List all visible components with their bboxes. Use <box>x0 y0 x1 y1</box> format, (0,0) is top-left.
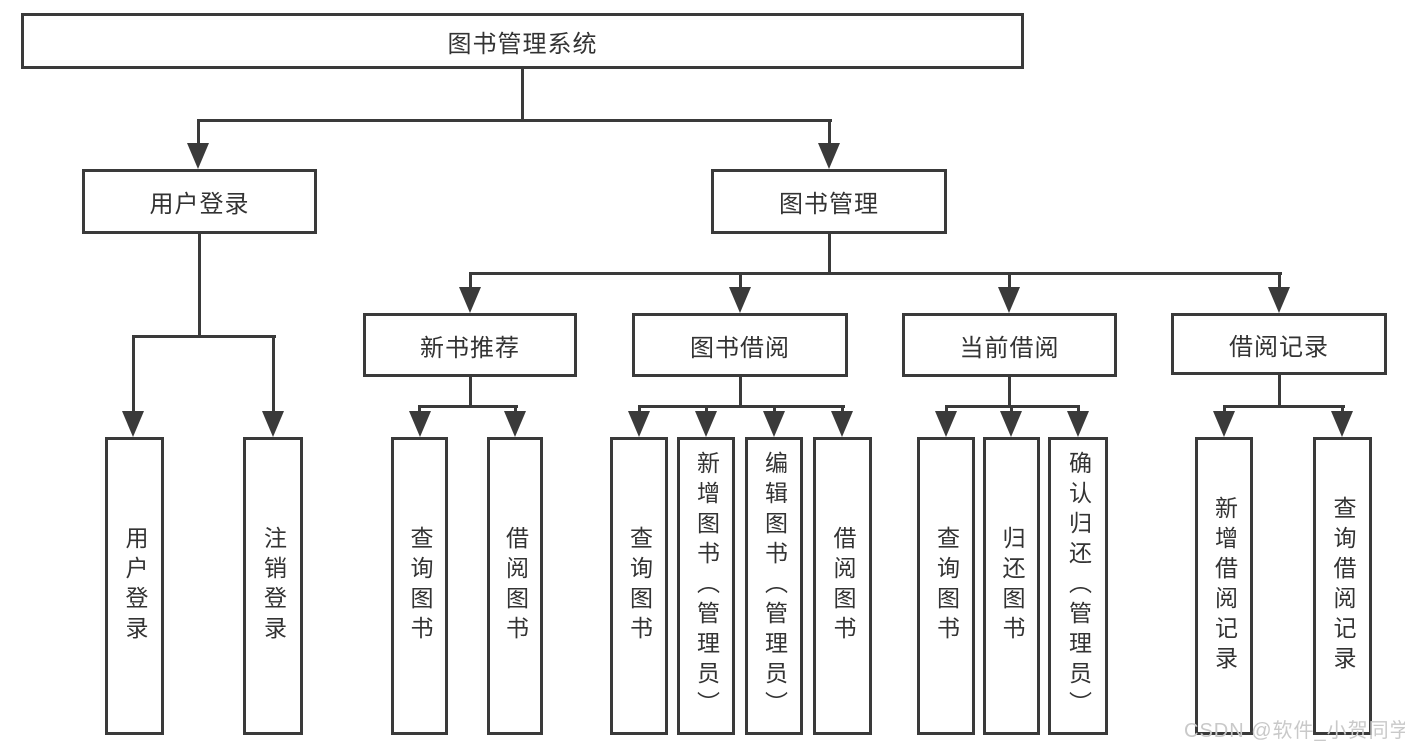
connector-line <box>773 405 776 413</box>
leaf-user-login: 用户登录 <box>105 437 164 735</box>
leaf-label: 查询图书 <box>933 526 960 646</box>
arrow-head <box>504 411 526 437</box>
leaf-add-books-admin: 新增图书（管理员） <box>677 437 735 735</box>
leaf-label: 编辑图书（管理员） <box>761 451 788 721</box>
arrow-head <box>1067 411 1089 437</box>
node-current-borrowing: 当前借阅 <box>902 313 1117 377</box>
connector-line <box>638 405 845 408</box>
connector-line <box>638 405 641 413</box>
connector-line <box>1278 375 1281 408</box>
arrow-head <box>262 411 284 437</box>
leaf-label: 借阅图书 <box>830 526 856 646</box>
node-label: 用户登录 <box>149 191 250 218</box>
leaf-logout: 注销登录 <box>243 437 303 735</box>
arrow-head <box>1213 411 1235 437</box>
node-label: 当前借阅 <box>959 334 1060 362</box>
arrow-head <box>187 143 209 169</box>
leaf-edit-books-admin: 编辑图书（管理员） <box>745 437 803 735</box>
arrow-head <box>459 287 481 313</box>
leaf-label: 查询图书 <box>407 526 433 646</box>
connector-line <box>418 405 421 413</box>
connector-line <box>1077 405 1080 413</box>
connector-line <box>739 272 742 290</box>
node-label: 图书管理 <box>779 191 879 218</box>
connector-line <box>418 405 518 408</box>
leaf-query-borrow-record: 查询借阅记录 <box>1313 437 1372 735</box>
arrow-head <box>695 411 717 437</box>
leaf-label: 注销登录 <box>260 526 287 646</box>
connector-line <box>1008 377 1011 408</box>
connector-line <box>197 119 832 122</box>
node-label: 新书推荐 <box>420 334 520 362</box>
leaf-query-books-recommend: 查询图书 <box>391 437 448 735</box>
node-new-book-recommendation: 新书推荐 <box>363 313 577 377</box>
arrow-head <box>1331 411 1353 437</box>
node-label: 图书借阅 <box>690 334 790 362</box>
connector-line <box>1008 272 1011 290</box>
arrow-head <box>818 143 840 169</box>
leaf-label: 归还图书 <box>999 526 1025 646</box>
arrow-head <box>1268 287 1290 313</box>
arrow-head <box>935 411 957 437</box>
connector-line <box>1278 272 1281 290</box>
node-root: 图书管理系统 <box>21 13 1024 69</box>
connector-line <box>1223 405 1345 408</box>
node-label: 借阅记录 <box>1229 333 1329 361</box>
leaf-label: 确认归还（管理员） <box>1065 451 1092 721</box>
connector-line <box>828 234 831 275</box>
connector-line <box>132 335 135 413</box>
arrow-head <box>831 411 853 437</box>
leaf-return-books: 归还图书 <box>983 437 1040 735</box>
connector-line <box>132 335 276 338</box>
watermark: CSDN @软件_小贺同学 <box>1184 720 1405 742</box>
connector-line <box>469 377 472 408</box>
connector-line <box>514 405 517 413</box>
connector-line <box>945 405 948 413</box>
arrow-head <box>998 287 1020 313</box>
arrow-head <box>763 411 785 437</box>
leaf-confirm-return-admin: 确认归还（管理员） <box>1048 437 1108 735</box>
connector-line <box>828 119 831 147</box>
leaf-query-books-borrow: 查询图书 <box>610 437 668 735</box>
connector-line <box>739 377 742 408</box>
connector-line <box>469 272 472 290</box>
connector-line <box>1010 405 1013 413</box>
connector-line <box>272 335 275 413</box>
leaf-label: 新增图书（管理员） <box>693 451 720 721</box>
connector-line <box>197 119 200 147</box>
node-book-management: 图书管理 <box>711 169 947 234</box>
arrow-head <box>122 411 144 437</box>
leaf-label: 用户登录 <box>122 526 148 646</box>
arrow-head <box>1000 411 1022 437</box>
connector-line <box>198 234 201 338</box>
connector-line <box>1341 405 1344 413</box>
node-book-borrowing: 图书借阅 <box>632 313 848 377</box>
node-borrowing-records: 借阅记录 <box>1171 313 1387 375</box>
connector-line <box>841 405 844 413</box>
arrow-head <box>409 411 431 437</box>
leaf-label: 查询图书 <box>626 526 653 646</box>
connector-line <box>1223 405 1226 413</box>
leaf-label: 查询借阅记录 <box>1330 496 1356 676</box>
arrow-head <box>729 287 751 313</box>
node-label: 图书管理系统 <box>447 30 598 58</box>
connector-line <box>521 69 524 122</box>
leaf-borrow-books-recommend: 借阅图书 <box>487 437 543 735</box>
leaf-query-books-current: 查询图书 <box>917 437 975 735</box>
leaf-label: 借阅图书 <box>502 526 529 646</box>
connector-line <box>469 272 1282 275</box>
node-user-login: 用户登录 <box>82 169 317 234</box>
leaf-add-borrow-record: 新增借阅记录 <box>1195 437 1253 735</box>
connector-line <box>705 405 708 413</box>
leaf-label: 新增借阅记录 <box>1211 496 1238 676</box>
leaf-borrow-books: 借阅图书 <box>813 437 872 735</box>
arrow-head <box>628 411 650 437</box>
